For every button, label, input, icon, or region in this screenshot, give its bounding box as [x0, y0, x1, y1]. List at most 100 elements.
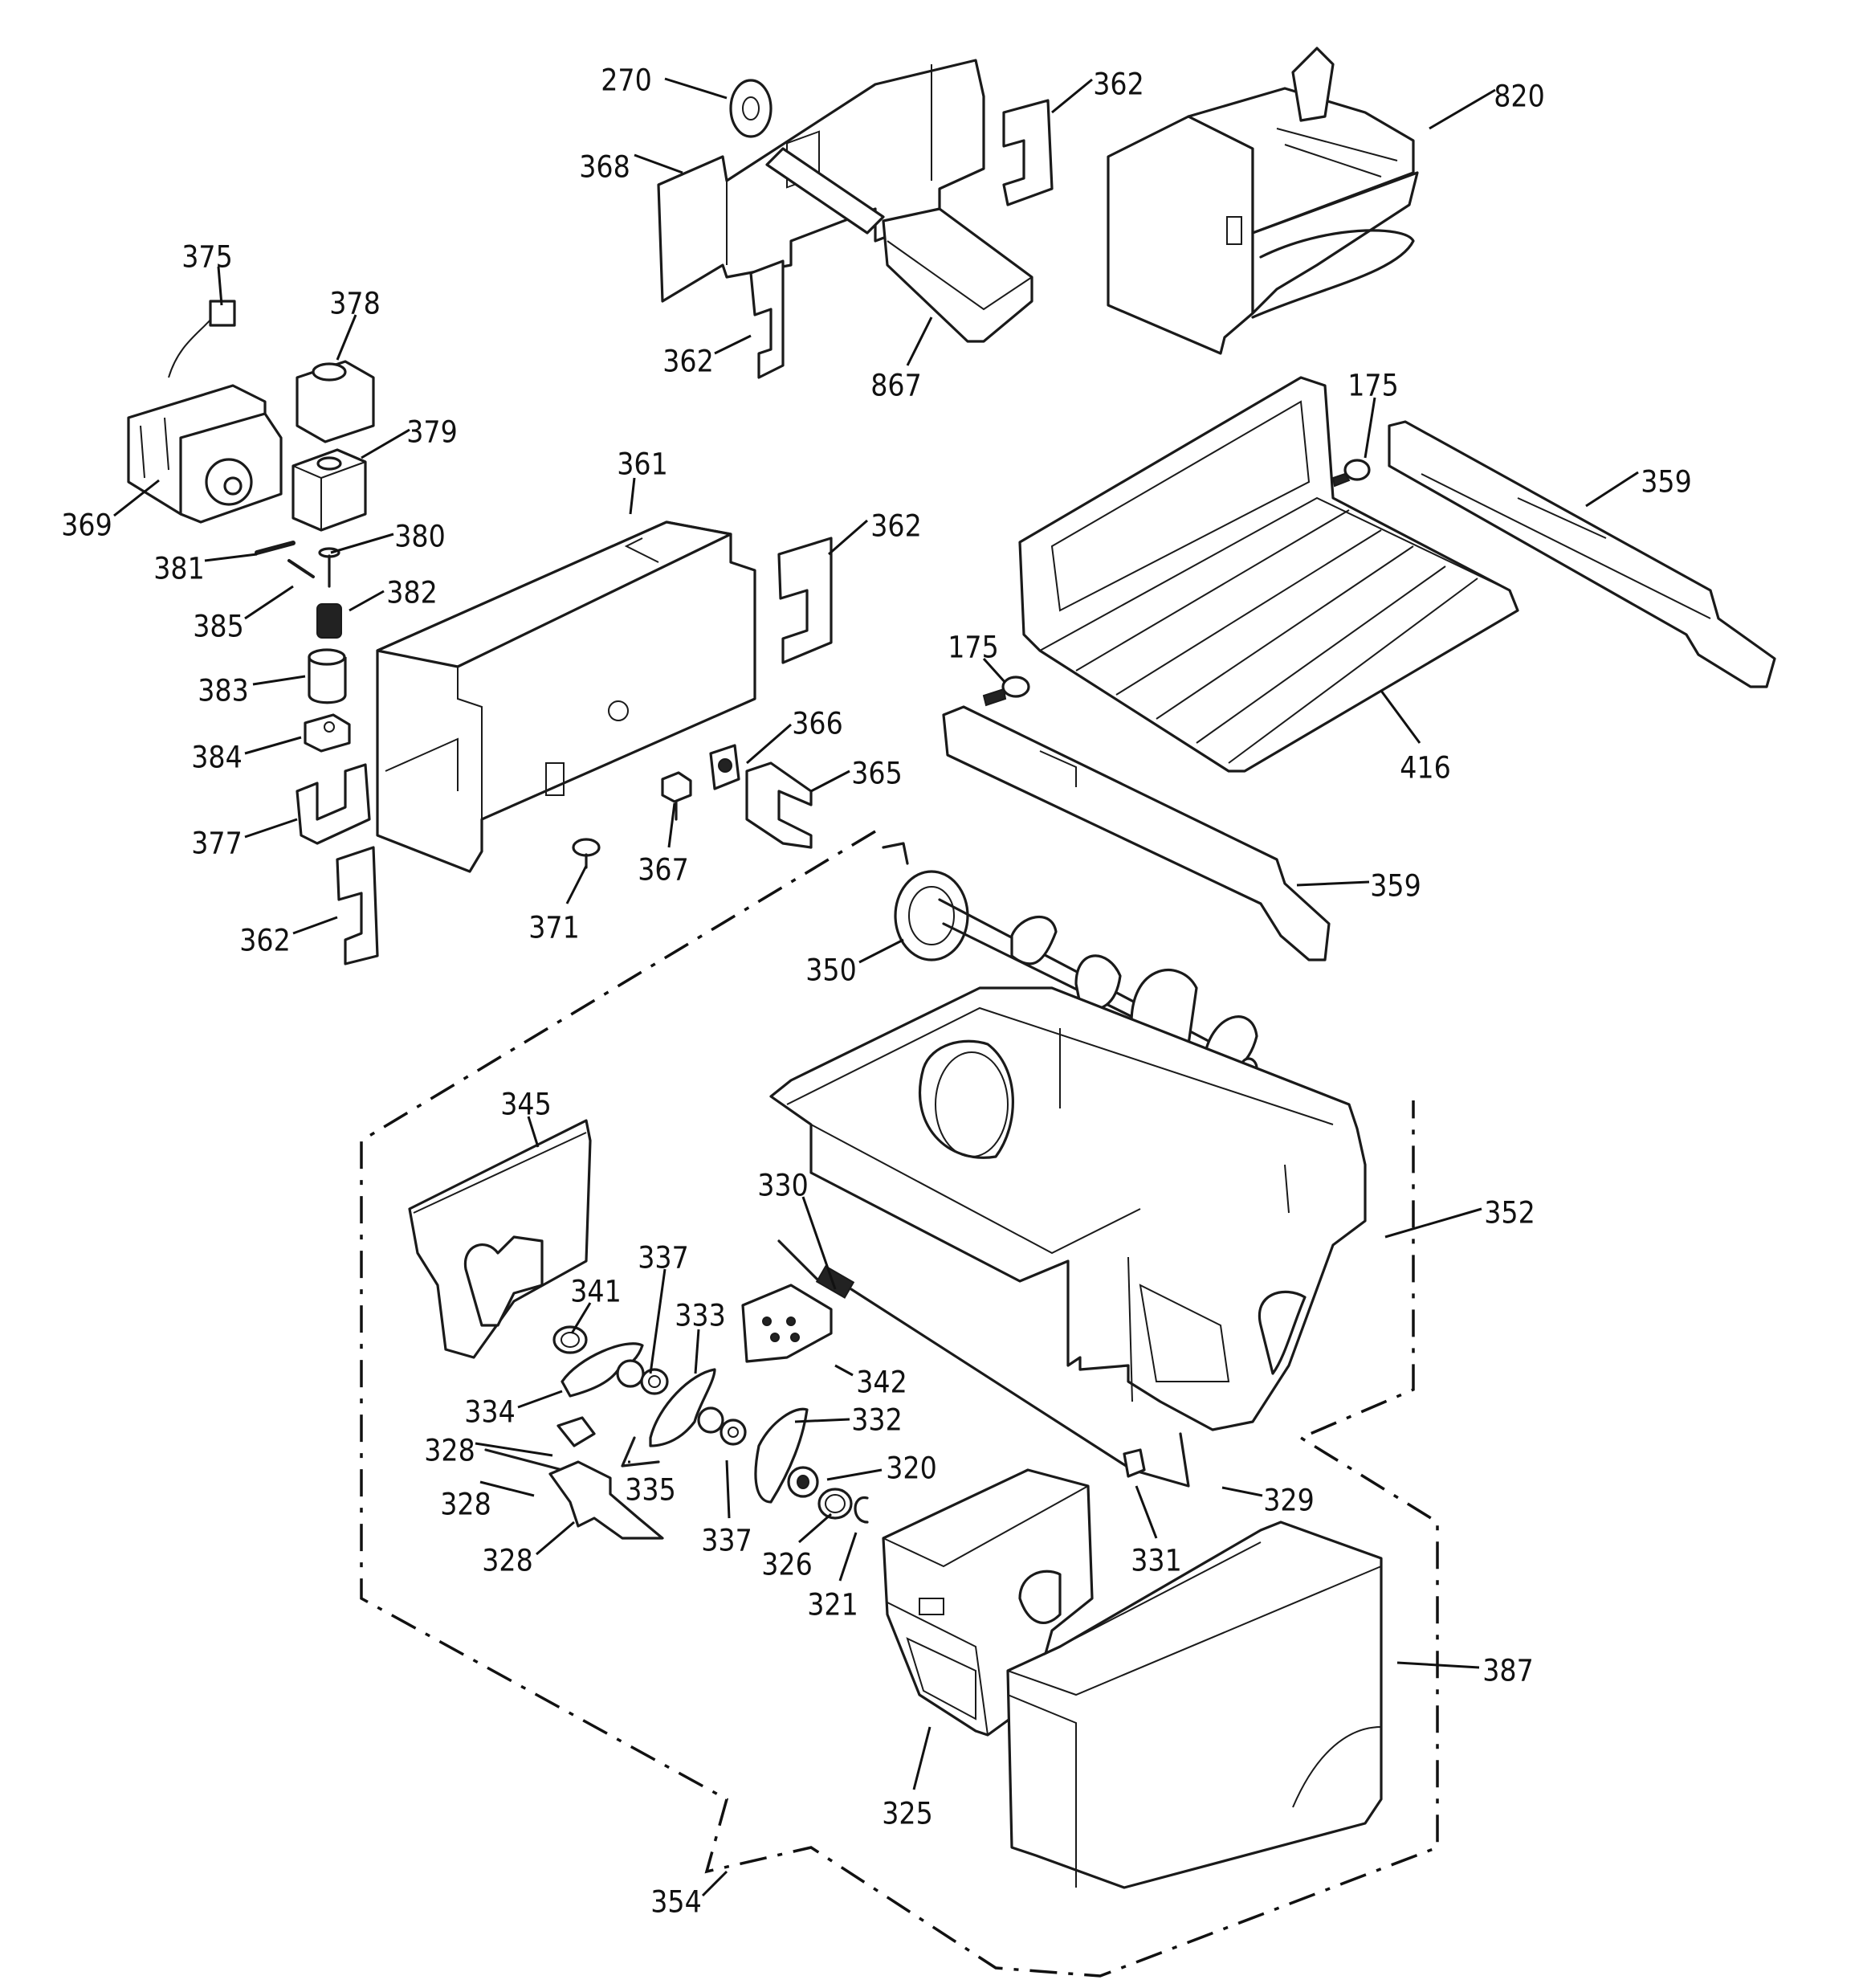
part-337-washer-b — [697, 1406, 747, 1446]
leader-c325 — [912, 1726, 932, 1790]
callout-c332: 332 — [851, 1403, 903, 1438]
part-366-clip — [709, 744, 740, 790]
leader-c359b — [1296, 880, 1370, 887]
leader-c867 — [906, 316, 933, 366]
callout-c362c: 362 — [870, 509, 922, 544]
part-331-clip — [1123, 1448, 1146, 1478]
part-378-solenoid — [296, 360, 375, 443]
part-359-rail-left — [942, 705, 1331, 961]
callout-c326: 326 — [761, 1548, 813, 1582]
part-362-bracket-right — [777, 537, 833, 664]
callout-c359b: 359 — [1370, 869, 1421, 904]
leader-c383 — [252, 675, 306, 686]
leader-c328c — [536, 1521, 575, 1556]
part-175-screw-top — [1331, 459, 1371, 488]
callout-c352: 352 — [1484, 1196, 1535, 1231]
leader-c354 — [701, 1870, 728, 1897]
callout-c365: 365 — [851, 757, 903, 791]
leader-c362a — [1051, 78, 1093, 114]
leader-c361 — [629, 477, 636, 515]
part-362-bracket-bottom — [336, 846, 379, 965]
leader-c329 — [1221, 1486, 1263, 1497]
part-369-motor — [127, 300, 283, 524]
callout-c330: 330 — [757, 1169, 809, 1203]
callout-c378: 378 — [329, 287, 381, 321]
callout-c329: 329 — [1263, 1484, 1315, 1518]
callout-c175a: 175 — [1347, 369, 1399, 403]
callout-c333: 333 — [675, 1299, 726, 1333]
leader-c352 — [1384, 1207, 1482, 1239]
leader-c416 — [1380, 690, 1421, 744]
part-820-ice-maker — [1107, 47, 1419, 355]
part-362-bracket-top — [1002, 99, 1054, 206]
leader-c175b — [982, 657, 1007, 684]
callout-c385: 385 — [193, 610, 244, 644]
callout-c381: 381 — [153, 552, 205, 586]
part-359-rail-right — [1388, 420, 1776, 688]
leader-c337a — [649, 1268, 667, 1374]
leader-c377 — [244, 818, 298, 839]
leader-c359a — [1585, 471, 1639, 508]
part-321-clip — [854, 1496, 869, 1524]
leader-c333 — [694, 1329, 700, 1374]
part-382-spring — [316, 603, 342, 639]
part-416-shelf — [1018, 376, 1519, 773]
leader-c326 — [798, 1512, 832, 1544]
part-380-plunger — [318, 547, 340, 588]
callout-c371: 371 — [528, 911, 580, 945]
part-387-cover — [1006, 1521, 1383, 1889]
leader-c337b — [725, 1459, 731, 1519]
callout-c328a: 328 — [424, 1434, 475, 1468]
part-362-bracket-mid — [749, 259, 785, 379]
part-320-bushing — [787, 1466, 819, 1498]
callout-leaders — [113, 77, 1639, 1897]
callout-c350: 350 — [805, 953, 857, 988]
leader-c366 — [746, 723, 792, 765]
part-175-screw-left — [982, 676, 1030, 707]
callout-c361: 361 — [617, 447, 668, 482]
callout-c270: 270 — [601, 63, 652, 98]
callout-c383: 383 — [198, 674, 249, 708]
callout-c345: 345 — [500, 1088, 552, 1122]
leader-c368 — [634, 153, 683, 174]
leader-c385 — [244, 585, 294, 620]
leader-c350 — [858, 938, 904, 964]
leader-c321 — [838, 1532, 858, 1582]
callout-c384: 384 — [191, 741, 243, 775]
leader-c345 — [527, 1116, 540, 1148]
leader-c381 — [204, 553, 258, 562]
callout-c367: 367 — [638, 853, 689, 888]
leader-c362b — [714, 334, 752, 355]
callout-c359a: 359 — [1641, 465, 1692, 500]
part-328-rod — [484, 1448, 564, 1472]
callout-c175b: 175 — [948, 631, 999, 665]
part-361-housing — [376, 520, 756, 873]
part-368-chute-bracket — [657, 59, 1033, 343]
callout-c380: 380 — [394, 520, 446, 554]
callout-c321: 321 — [807, 1588, 858, 1623]
leader-c328b — [479, 1480, 535, 1497]
callout-c328c: 328 — [482, 1544, 533, 1578]
leader-c387 — [1396, 1661, 1480, 1669]
callout-c337b: 337 — [701, 1524, 752, 1558]
part-330-spring — [777, 1239, 855, 1299]
leader-c332 — [794, 1418, 850, 1423]
leader-c379 — [361, 428, 410, 459]
callout-c382: 382 — [386, 576, 438, 610]
callout-c416: 416 — [1400, 751, 1451, 786]
callout-c362a: 362 — [1093, 67, 1144, 102]
callout-c354: 354 — [650, 1885, 702, 1920]
callout-c320: 320 — [886, 1451, 937, 1486]
callout-c342: 342 — [856, 1365, 907, 1400]
leader-c384 — [244, 736, 302, 755]
part-326-washer — [817, 1488, 853, 1520]
callout-c331: 331 — [1131, 1544, 1182, 1578]
part-385-pin — [287, 559, 315, 578]
leader-c175a — [1364, 397, 1376, 459]
leader-c369 — [113, 479, 160, 517]
callout-c820: 820 — [1494, 80, 1545, 114]
leader-c341 — [570, 1302, 592, 1334]
callout-c867: 867 — [870, 369, 922, 403]
part-379-cube — [291, 448, 367, 532]
